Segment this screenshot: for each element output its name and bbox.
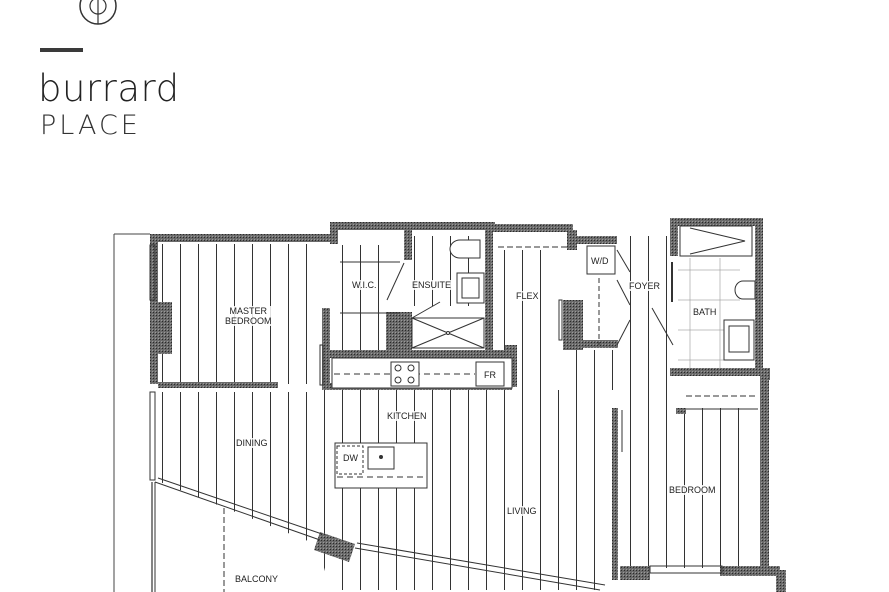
fixture-label-dishwasher: DW — [343, 453, 358, 463]
fridge-icon — [475, 361, 505, 387]
room-label-dining: DINING — [235, 438, 269, 448]
bath-fixtures — [679, 225, 756, 361]
windows — [149, 244, 723, 591]
brand-divider — [40, 48, 83, 52]
cooktop-icon — [390, 361, 420, 387]
room-label-master-bedroom: MASTER BEDROOM — [224, 306, 273, 326]
brand-subtitle: PLACE — [40, 110, 141, 141]
dishwasher-icon — [336, 445, 364, 475]
room-label-kitchen: KITCHEN — [386, 411, 428, 421]
room-label-balcony: BALCONY — [234, 574, 280, 584]
toilet-icon — [449, 239, 481, 259]
flooring — [160, 236, 755, 590]
tub-icon — [679, 225, 753, 257]
master-bedroom-line2: BEDROOM — [225, 316, 272, 326]
brand-name: burrard — [38, 67, 180, 110]
room-label-foyer: FOYER — [628, 281, 662, 291]
room-label-wic: W.I.C. — [351, 280, 378, 290]
room-label-bedroom: BEDROOM — [668, 485, 717, 495]
circle-phi-logo-icon — [79, 0, 117, 25]
room-label-ensuite: ENSUITE — [411, 280, 453, 290]
room-label-flex: FLEX — [515, 291, 540, 301]
washer-dryer-icon — [586, 245, 616, 275]
exterior-lines — [113, 233, 156, 592]
kitchen-counter — [331, 357, 513, 489]
master-bedroom-line1: MASTER — [229, 306, 268, 316]
fixture-label-fridge: FR — [484, 370, 496, 380]
fixture-label-washer-dryer: W/D — [591, 256, 609, 266]
room-label-bath: BATH — [692, 307, 718, 317]
ensuite-fixtures — [411, 239, 485, 349]
doors — [319, 245, 758, 452]
room-label-living: LIVING — [506, 506, 538, 516]
toilet-icon — [734, 280, 756, 300]
